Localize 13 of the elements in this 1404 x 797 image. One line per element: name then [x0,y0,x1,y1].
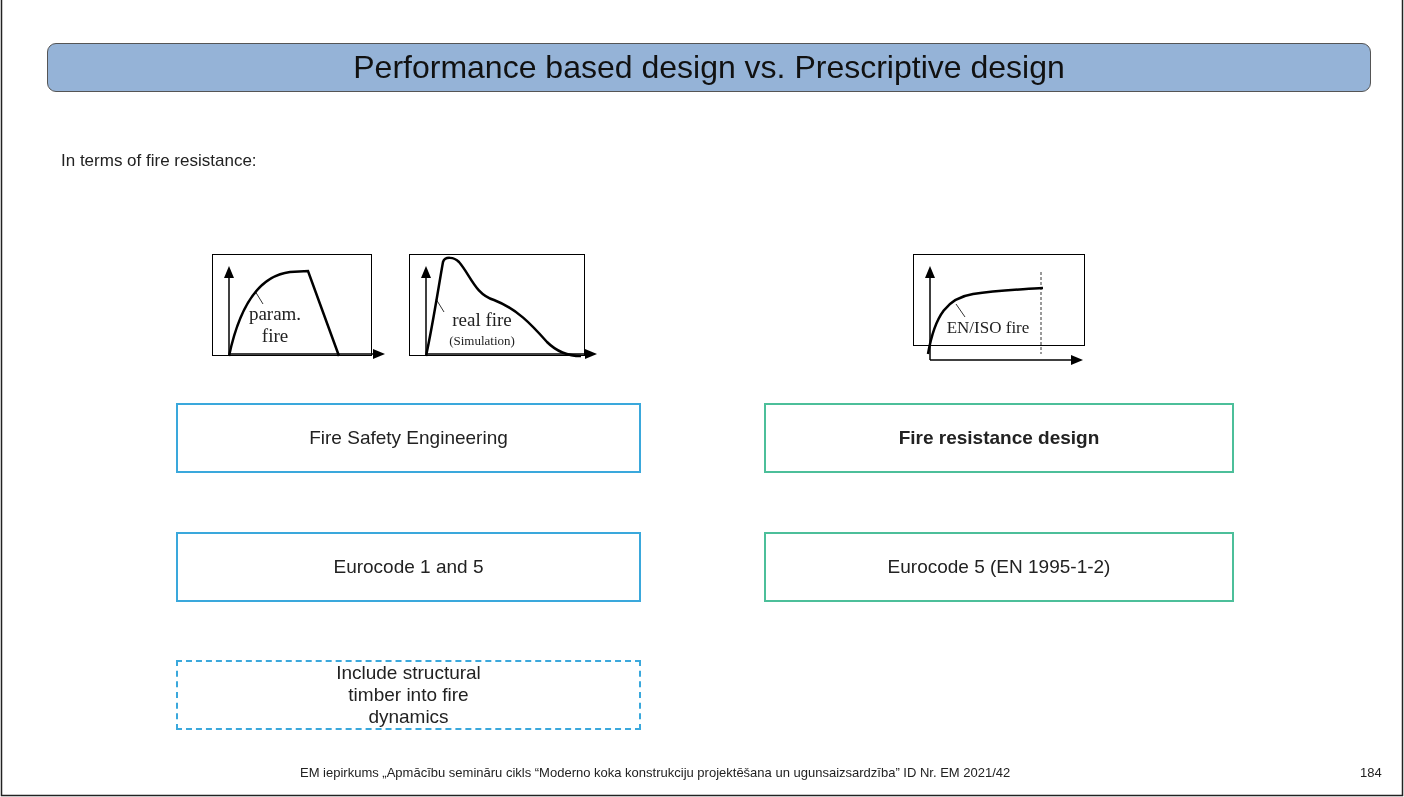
process-box: Fire Safety Engineering [176,403,641,473]
curve-label: param. fire [247,302,303,349]
curve-label: real fire [451,309,513,329]
process-box: Include structural timber into fire dynamics [176,660,641,730]
intro-text: In terms of fire resistance: [61,151,257,171]
process-box: Fire resistance design [764,403,1234,473]
curve-label: (Simulation) [448,333,516,347]
footer-text: EM iepirkums „Apmācību semināru cikls “Moderno koka konstrukciju projektēšana un ugunsaizsardzība” ID Nr. EM 2021/42 [300,765,1011,780]
curve-label: EN/ISO fire [945,318,1031,336]
process-box: Eurocode 1 and 5 [176,532,641,602]
process-box: Eurocode 5 (EN 1995-1-2) [764,532,1234,602]
title-banner: Performance based design vs. Prescriptive design [47,43,1371,92]
page-number: 184 [1360,765,1382,780]
